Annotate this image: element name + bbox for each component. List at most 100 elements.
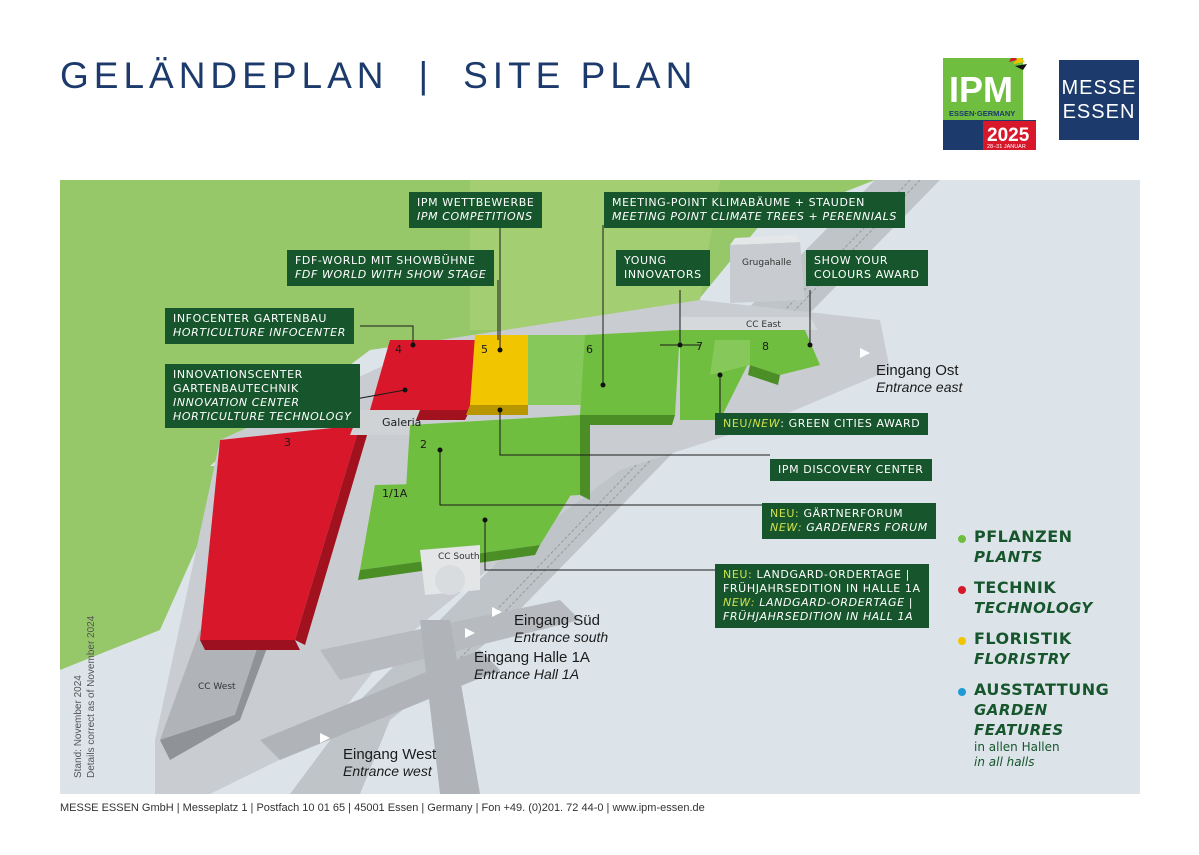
label-ipm-competitions-en: IPM COMPETITIONS [417, 210, 533, 223]
site-map: 4 5 6 7 8 3 2 1/1A Galeria Grugahalle CC… [60, 180, 1140, 794]
ipm-year: 2025 [987, 125, 1030, 146]
entrance-west-de: Eingang West [343, 746, 437, 763]
label-ipm-competitions-de: IPM WETTBEWERBE [417, 196, 535, 209]
legend-floristry-en: FLORISTRY [974, 650, 1070, 668]
legend-garden-features-de: AUSSTATTUNG [974, 680, 1110, 699]
entrance-hall-1a-de: Eingang Halle 1A [474, 649, 590, 666]
entrance-hall-1a[interactable]: Eingang Halle 1A Entrance Hall 1A [474, 649, 590, 683]
entrance-west-arrow [320, 733, 330, 743]
label-young-innovators-l2: INNOVATORS [624, 268, 702, 281]
hall-number-6: 6 [586, 343, 593, 356]
cc-west-label: CC West [198, 682, 236, 692]
hall-number-5: 5 [481, 343, 488, 356]
messe-logo-line2: ESSEN [1062, 101, 1136, 123]
hall-number-3: 3 [284, 436, 291, 449]
legend-floristry-de: FLORISTIK [974, 629, 1072, 648]
label-innovation-center-de1: INNOVATIONSCENTER [173, 368, 303, 381]
hall-3 [200, 425, 360, 640]
hall-number-8: 8 [762, 340, 769, 353]
legend-dot-technology [958, 586, 966, 594]
title-de: GELÄNDEPLAN [60, 55, 389, 96]
label-fdf-world-de: FDF-WORLD MIT SHOWBÜHNE [295, 254, 476, 267]
entrance-east-en: Entrance east [876, 379, 963, 395]
cc-south-label: CC South [438, 552, 480, 562]
title-separator: | [418, 55, 434, 96]
label-young-innovators-l1: YOUNG [624, 254, 667, 267]
label-fdf-world[interactable]: FDF-WORLD MIT SHOWBÜHNE FDF WORLD WITH S… [287, 250, 495, 286]
legend-plants-de: PFLANZEN [974, 527, 1073, 546]
stand-date: Stand: November 2024 Details correct as … [72, 616, 98, 778]
label-fdf-world-en: FDF WORLD WITH SHOW STAGE [295, 268, 487, 281]
hall-4 [370, 340, 475, 410]
legend-item-floristry: FLORISTIK FLORISTRY [958, 629, 1138, 669]
park-west-area [60, 466, 240, 670]
ipm-dates: 28–31 JANUAR [987, 144, 1026, 150]
hall-1-1a [360, 480, 580, 570]
entrance-east-de: Eingang Ost [876, 362, 959, 379]
entrance-west[interactable]: Eingang West Entrance west [343, 746, 436, 780]
hall-number-7: 7 [696, 340, 703, 353]
legend-garden-features-en1: GARDEN [974, 701, 1048, 719]
legend-dot-plants [958, 535, 966, 543]
messe-logo-line1: MESSE [1061, 77, 1137, 99]
entrance-east-arrow [860, 348, 870, 358]
legend-technology-de: TECHNIK [974, 578, 1057, 597]
legend-note-en: in all halls [974, 755, 1035, 769]
legend-item-garden-features: AUSSTATTUNG GARDEN FEATURES in allen Hal… [958, 680, 1138, 770]
legend-garden-features-en2: FEATURES [974, 721, 1064, 739]
label-landgard[interactable]: NEU: LANDGARD-ORDERTAGE | FRÜHJAHRSEDITI… [715, 564, 929, 628]
label-innovation-center-en1: INNOVATION CENTER [173, 396, 300, 409]
legend-item-plants: PFLANZEN PLANTS [958, 527, 1138, 567]
legend-plants-en: PLANTS [974, 548, 1043, 566]
messe-essen-logo[interactable]: MESSE ESSEN [1059, 60, 1139, 140]
label-ipm-competitions[interactable]: IPM WETTBEWERBE IPM COMPETITIONS [409, 192, 543, 228]
entrance-hall-1a-en: Entrance Hall 1A [474, 666, 580, 682]
hall-5 [470, 335, 528, 405]
label-show-colours-l1: SHOW YOUR [814, 254, 889, 267]
label-green-cities-neu: NEU/ [723, 417, 753, 430]
legend-note-de: in allen Hallen [974, 740, 1060, 754]
entrance-east[interactable]: Eingang Ost Entrance east [876, 362, 962, 396]
cc-east-building [680, 317, 818, 330]
entrance-west-en: Entrance west [343, 763, 432, 779]
label-show-colours-award[interactable]: SHOW YOUR COLOURS AWARD [806, 250, 928, 286]
label-landgard-en1: LANDGARD-ORDERTAGE | [755, 596, 914, 609]
label-landgard-neu: NEU: [723, 568, 753, 581]
label-gaertnerforum-de: GÄRTNERFORUM [799, 507, 904, 520]
label-green-cities-award[interactable]: NEU/NEW: GREEN CITIES AWARD [715, 413, 929, 435]
label-show-colours-l2: COLOURS AWARD [814, 268, 920, 281]
label-green-cities-text: : GREEN CITIES AWARD [780, 417, 921, 430]
hall-8 [750, 330, 820, 375]
hall-6-west [528, 335, 585, 405]
title-en: SITE PLAN [463, 55, 698, 96]
grugahalle-label: Grugahalle [742, 258, 792, 268]
label-gaertnerforum[interactable]: NEU: GÄRTNERFORUM NEW: GARDENERS FORUM [762, 503, 936, 539]
label-young-innovators[interactable]: YOUNG INNOVATORS [616, 250, 710, 286]
label-innovation-center-en2: HORTICULTURE TECHNOLOGY [173, 410, 352, 423]
label-innovation-center-de2: GARTENBAUTECHNIK [173, 382, 299, 395]
label-discovery-text: IPM DISCOVERY CENTER [778, 463, 924, 476]
label-meeting-point-en: MEETING POINT CLIMATE TREES + PERENNIALS [612, 210, 897, 223]
label-innovation-center[interactable]: INNOVATIONSCENTER GARTENBAUTECHNIK INNOV… [165, 364, 360, 428]
grugahalle-building [730, 242, 805, 303]
hall-number-2: 2 [420, 438, 427, 451]
entrance-south[interactable]: Eingang Süd Entrance south [514, 612, 608, 646]
ipm-sub: ESSEN·GERMANY [949, 109, 1015, 118]
stand-date-en: Details correct as of November 2024 [86, 615, 97, 778]
label-infocenter[interactable]: INFOCENTER GARTENBAU HORTICULTURE INFOCE… [165, 308, 354, 344]
entrance-hall-1a-arrow [465, 628, 475, 638]
label-landgard-new: NEW: [723, 596, 756, 609]
label-ipm-discovery-center[interactable]: IPM DISCOVERY CENTER [770, 459, 932, 481]
label-landgard-de1: LANDGARD-ORDERTAGE | [752, 568, 910, 581]
ipm-mark: IPM [949, 69, 1013, 110]
legend-dot-garden-features [958, 688, 966, 696]
ipm-logo[interactable]: IPM ESSEN·GERMANY 2025 28–31 JANUAR [943, 54, 1036, 150]
label-green-cities-new: NEW [752, 417, 781, 430]
stand-date-de: Stand: November 2024 [73, 675, 84, 778]
hall-number-1-1a: 1/1A [382, 487, 408, 500]
label-meeting-point-de: MEETING-POINT KLIMABÄUME + STAUDEN [612, 196, 865, 209]
legend-technology-en: TECHNOLOGY [974, 599, 1093, 617]
label-infocenter-en: HORTICULTURE INFOCENTER [173, 326, 346, 339]
label-meeting-point[interactable]: MEETING-POINT KLIMABÄUME + STAUDEN MEETI… [604, 192, 905, 228]
legend-dot-floristry [958, 637, 966, 645]
